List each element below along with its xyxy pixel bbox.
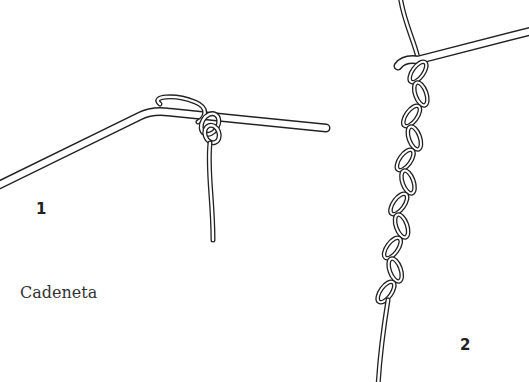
crochet-hook [0,112,326,188]
chain-loop [399,169,418,195]
chain-loop [386,257,405,283]
chain-loop [392,213,411,239]
chain-loop [412,81,431,107]
figure-number: 1 [36,200,46,218]
chain-loop [392,213,411,239]
yarn-loop [158,97,223,240]
yarn-tail [378,300,388,382]
figure-number: 2 [460,336,470,354]
crochet-hook [398,30,529,66]
chain-loop [399,169,418,195]
chain-loop [386,257,405,283]
chain-stitches [374,59,430,305]
caption: Cadeneta [20,283,97,302]
chain-loop [412,81,431,107]
chain-loop [405,125,424,151]
chain-loop [405,125,424,151]
working-yarn [400,0,418,58]
